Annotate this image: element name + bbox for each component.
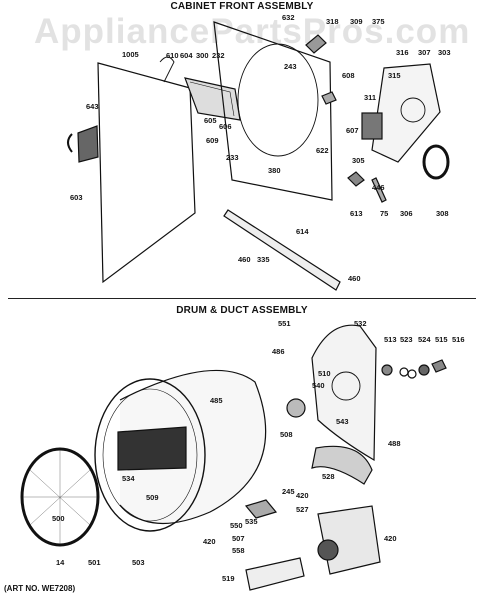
callout-label: 523 [400, 335, 413, 344]
callout-label: 305 [352, 156, 365, 165]
callout-label: 534 [122, 474, 135, 483]
callout-label: 513 [384, 335, 397, 344]
cabinet-section-title: CABINET FRONT ASSEMBLY [170, 1, 314, 12]
callout-label: 420 [384, 534, 397, 543]
drum-shape [119, 369, 267, 525]
callout-label: 632 [282, 13, 295, 22]
seal-ring-shape [422, 144, 450, 180]
callout-label: 243 [284, 62, 297, 71]
callout-label: 532 [354, 319, 367, 328]
callout-label: 420 [296, 491, 309, 500]
duct-shape [311, 445, 373, 485]
watermark: AppliancePartsPros.com [34, 12, 471, 51]
handle-shape [184, 77, 241, 121]
callout-label: 380 [268, 166, 281, 175]
callout-label: 335 [257, 255, 270, 264]
callout-label: 519 [222, 574, 235, 583]
callout-label: 535 [245, 517, 258, 526]
callout-label: 318 [326, 17, 339, 26]
callout-label: 308 [436, 209, 449, 218]
drum-callouts: 551 532 486 510 540 543 485 508 513 523 … [52, 319, 465, 583]
callout-label: 614 [296, 227, 309, 236]
callout-label: 245 [282, 487, 295, 496]
callout-label: 420 [203, 537, 216, 546]
cabinet-callouts: 1005 610 604 300 232 643 603 605 606 609… [70, 13, 451, 283]
callout-label: 375 [372, 17, 385, 26]
callout-label: 300 [196, 51, 209, 60]
section-divider [8, 298, 476, 299]
callout-label: 460 [348, 274, 361, 283]
callout-label: 315 [388, 71, 401, 80]
callout-label: 503 [132, 558, 145, 567]
callout-label: 643 [86, 102, 99, 111]
callout-label: 316 [396, 48, 409, 57]
heater-shape [245, 557, 305, 591]
drum-section-title: DRUM & DUCT ASSEMBLY [176, 305, 308, 316]
callout-label: 460 [238, 255, 251, 264]
callout-label: 550 [230, 521, 243, 530]
callout-label: 558 [232, 546, 245, 555]
callout-label: 303 [438, 48, 451, 57]
callout-label: 509 [146, 493, 159, 502]
callout-label: 609 [206, 136, 219, 145]
callout-label: 507 [232, 534, 245, 543]
callout-label: 485 [210, 396, 223, 405]
callout-label: 540 [312, 381, 325, 390]
front-panel-shape [97, 62, 196, 284]
callout-label: 306 [400, 209, 413, 218]
callout-label: 446 [372, 183, 385, 192]
callout-label: 307 [418, 48, 431, 57]
callout-label: 233 [226, 153, 239, 162]
callout-label: 606 [219, 122, 232, 131]
callout-label: 515 [435, 335, 448, 344]
callout-label: 605 [204, 116, 217, 125]
callout-label: 604 [180, 51, 193, 60]
callout-label: 610 [166, 51, 179, 60]
art-number: (ART NO. WE7208) [4, 584, 76, 593]
callout-label: 508 [280, 430, 293, 439]
callout-label: 14 [56, 558, 65, 567]
callout-label: 500 [52, 514, 65, 523]
drum-opening [117, 426, 187, 471]
callout-label: 607 [346, 126, 359, 135]
rear-bulkhead-shape [311, 324, 377, 462]
callout-label: 608 [342, 71, 355, 80]
vent-grille-shape [77, 125, 99, 163]
callout-label: 516 [452, 335, 465, 344]
cabinet-front-shape [213, 21, 333, 201]
callout-label: 309 [350, 17, 363, 26]
callout-label: 486 [272, 347, 285, 356]
callout-label: 1005 [122, 50, 139, 59]
bottom-rail-shape [223, 209, 341, 291]
callout-label: 524 [418, 335, 431, 344]
callout-label: 603 [70, 193, 83, 202]
callout-label: 311 [364, 93, 376, 102]
callout-label: 622 [316, 146, 329, 155]
callout-label: 613 [350, 209, 363, 218]
callout-label: 527 [296, 505, 309, 514]
callout-label: 488 [388, 439, 401, 448]
callout-label: 501 [88, 558, 101, 567]
callout-label: 543 [336, 417, 349, 426]
callout-label: 510 [318, 369, 331, 378]
switch-shape [361, 112, 383, 140]
callout-label: 75 [380, 209, 388, 218]
callout-label: 528 [322, 472, 335, 481]
callout-label: 551 [278, 319, 291, 328]
callout-label: 232 [212, 51, 225, 60]
